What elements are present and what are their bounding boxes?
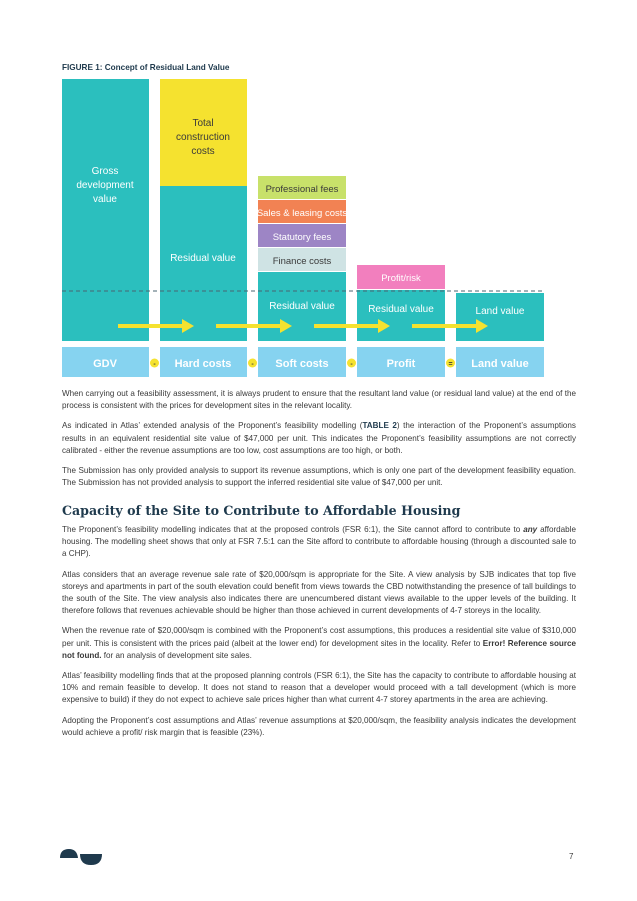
hard-costs-tile-label: Hard costs xyxy=(175,358,232,370)
section-paragraph-3-part-a: When the revenue rate of $20,000/sqm is … xyxy=(62,626,576,648)
professional-fees-bar xyxy=(258,176,346,199)
operator-circle-2 xyxy=(248,358,257,368)
soft-residual-bar xyxy=(258,272,346,341)
gdv-label-3: value xyxy=(93,194,117,205)
paragraph-2-part-c: ) the interaction of the Proponent’s ass… xyxy=(62,421,576,455)
gdv-label-2: development xyxy=(76,180,133,191)
section-paragraph-4: Atlas’ feasibility modelling finds that … xyxy=(62,671,576,705)
hard-costs-tile xyxy=(160,347,247,377)
construction-costs-bar xyxy=(160,79,247,186)
operator-minus-3: - xyxy=(350,361,353,368)
profit-risk-bar xyxy=(357,265,445,289)
gdv-bar xyxy=(62,79,149,341)
land-value-bar xyxy=(456,293,544,341)
construction-label-2: construction xyxy=(176,132,230,143)
paragraph-3: The Submission has only provided analysi… xyxy=(62,466,576,488)
section-heading: Capacity of the Site to Contribute to Af… xyxy=(62,503,461,518)
profit-residual-label: Residual value xyxy=(368,304,434,315)
flow-arrowheads xyxy=(182,319,488,333)
soft-costs-tile-label: Soft costs xyxy=(275,358,328,370)
construction-label-3: costs xyxy=(191,146,214,157)
operator-minus-2: - xyxy=(251,361,254,368)
operator-circle-1 xyxy=(150,358,159,368)
paragraph-2-part-a: As indicated in Atlas’ extended analysis… xyxy=(62,421,363,431)
soft-residual-label: Residual value xyxy=(269,301,335,312)
error-reference: Error! Reference source not found. xyxy=(62,638,576,660)
atlas-logo-icon xyxy=(60,849,102,865)
gdv-tile-label: GDV xyxy=(93,358,118,370)
section-paragraph-1-part-a: The Proponent’s feasibility modelling in… xyxy=(62,525,524,534)
body-section-2: The Proponent’s feasibility modelling in… xyxy=(62,524,576,747)
operator-circle-3 xyxy=(347,358,356,368)
hard-residual-bar xyxy=(160,186,247,341)
land-value-label: Land value xyxy=(476,306,525,317)
finance-costs-bar xyxy=(258,248,346,271)
operator-circle-4 xyxy=(446,358,455,368)
section-paragraph-2: Atlas considers that an average revenue … xyxy=(62,569,576,616)
section-paragraph-1-part-c: affordable housing. The modelling sheet … xyxy=(62,525,576,559)
section-paragraph-5: Adopting the Proponent’s cost assumption… xyxy=(62,715,576,737)
finance-costs-label: Finance costs xyxy=(273,256,332,267)
soft-costs-tile xyxy=(258,347,346,377)
profit-risk-label: Profit/risk xyxy=(381,273,421,284)
gdv-tile xyxy=(62,347,149,377)
section-paragraph-3-part-c: for an analysis of development site sale… xyxy=(101,650,252,660)
sales-leasing-label: Sales & leasing costs xyxy=(257,208,348,219)
paragraph-1: When carrying out a feasibility assessme… xyxy=(62,389,576,411)
table-2-reference[interactable]: TABLE 2 xyxy=(362,421,397,431)
statutory-fees-bar xyxy=(258,224,346,247)
hard-residual-label: Residual value xyxy=(170,253,236,264)
construction-label-1: Total xyxy=(192,118,213,129)
profit-tile xyxy=(357,347,445,377)
any-emphasis: any xyxy=(523,525,538,534)
statutory-fees-label: Statutory fees xyxy=(273,232,332,243)
sales-leasing-bar xyxy=(258,200,346,223)
operator-minus-1: - xyxy=(153,361,156,368)
profit-residual-bar xyxy=(357,290,445,341)
paragraph-2: As indicated in Atlas’ extended analysis… xyxy=(62,420,576,457)
land-value-tile-label: Land value xyxy=(471,358,528,370)
profit-tile-label: Profit xyxy=(387,358,416,370)
professional-fees-label: Professional fees xyxy=(266,184,339,195)
gdv-label-1: Gross xyxy=(92,166,119,177)
land-value-tile xyxy=(456,347,544,377)
body-section-1: When carrying out a feasibility assessme… xyxy=(62,388,576,497)
section-paragraph-3: When the revenue rate of $20,000/sqm is … xyxy=(62,625,576,662)
section-paragraph-1: The Proponent’s feasibility modelling in… xyxy=(62,524,576,561)
figure-caption: FIGURE 1: Concept of Residual Land Value xyxy=(62,63,230,72)
operator-equals: = xyxy=(448,361,452,368)
page-number: 7 xyxy=(569,852,574,861)
